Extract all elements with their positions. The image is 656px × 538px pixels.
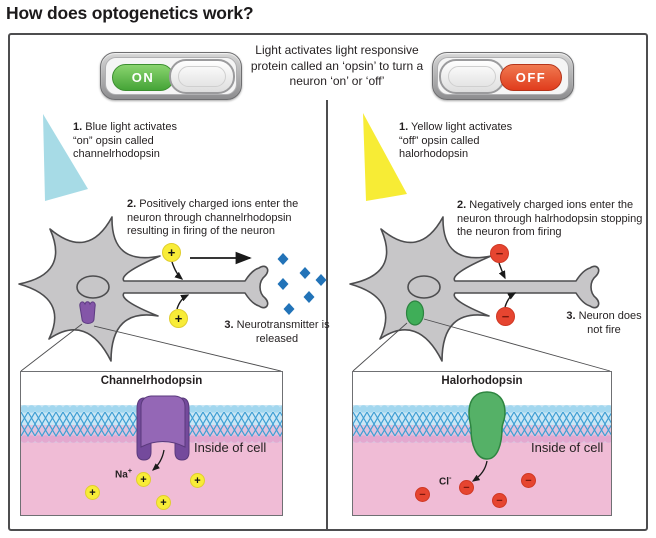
on-toggle-track: ON <box>105 57 237 95</box>
chloride-ion-label: Cl- <box>439 473 452 488</box>
left-step2: 2. Positively charged ions enter the neu… <box>127 198 313 239</box>
inside-of-cell-label: Inside of cell <box>531 440 604 455</box>
right-step1-text: Yellow light activates “off” opsin calle… <box>399 121 513 160</box>
sodium-ion-label: Na+ <box>115 466 133 481</box>
on-label: ON <box>131 70 155 85</box>
on-toggle-thumb <box>169 59 235 94</box>
ion-flow-arrow <box>152 449 165 471</box>
panel-divider <box>326 100 328 529</box>
left-step2-number: 2. <box>127 198 137 210</box>
channelrhodopsin-on-neuron <box>79 301 96 324</box>
halorhodopsin-protein-art <box>468 391 506 482</box>
right-step2-text: Negatively charged ions enter the neuron… <box>457 199 643 238</box>
positive-ion: + <box>190 473 205 488</box>
left-ion-entry-arrow-bottom <box>176 294 190 310</box>
negative-ion: − <box>521 473 536 488</box>
channelrhodopsin-inset: Channelrhodopsin <box>20 371 283 516</box>
left-inset-title: Channelrhodopsin <box>100 375 203 387</box>
pump-body <box>468 391 506 460</box>
figure-title: How does optogenetics work? <box>6 3 254 23</box>
negative-ion: − <box>459 480 474 495</box>
right-step3-text: Neuron does not fire <box>575 310 642 336</box>
left-step1: 1. Blue light activates “on” opsin calle… <box>73 121 193 162</box>
right-step3-number: 3. <box>566 310 576 322</box>
right-step2-number: 2. <box>457 199 467 211</box>
right-step1-number: 1. <box>399 121 409 133</box>
left-step3-text: Neurotransmitter is released <box>233 319 330 345</box>
inside-of-cell-area <box>21 443 282 515</box>
positive-ion: + <box>156 495 171 510</box>
halorhodopsin-inset: Halorhodopsin Inside <box>352 371 612 516</box>
inside-of-cell-label: Inside of cell <box>194 440 267 455</box>
left-step1-text: Blue light activates “on” opsin called c… <box>73 121 177 160</box>
blue-light-beam <box>43 114 88 201</box>
channelrhodopsin-protein-art <box>136 395 190 471</box>
right-ion-entry-arrow-top <box>498 262 506 280</box>
right-step2: 2. Negatively charged ions enter the neu… <box>457 199 647 240</box>
on-label-pill: ON <box>112 64 174 91</box>
left-step3: 3. Neurotransmitter is released <box>222 319 332 346</box>
negative-ion: − <box>490 244 509 263</box>
negative-ion: − <box>496 307 515 326</box>
left-step3-number: 3. <box>224 319 234 331</box>
right-step1: 1. Yellow light activates “off” opsin ca… <box>399 121 524 162</box>
channel-body <box>140 395 186 448</box>
positive-ion: + <box>162 243 181 262</box>
positive-ion: + <box>85 485 100 500</box>
left-step1-number: 1. <box>73 121 83 133</box>
negative-ion: − <box>492 493 507 508</box>
right-step3: 3. Neuron does not fire <box>560 310 648 337</box>
left-inset-funnel-lines <box>20 323 282 372</box>
off-label-pill: OFF <box>500 64 562 91</box>
off-toggle-track: OFF <box>437 57 569 95</box>
intro-text: Light activates light responsive protein… <box>250 43 424 88</box>
positive-ion: + <box>136 472 151 487</box>
neurotransmitter-diamonds <box>277 253 327 315</box>
yellow-light-beam <box>363 113 407 201</box>
on-toggle-illustration: ON <box>100 52 242 100</box>
left-step2-text: Positively charged ions enter the neuron… <box>127 198 299 237</box>
left-ion-entry-arrow-top <box>171 261 184 280</box>
right-inset-funnel-lines <box>352 318 611 372</box>
positive-ion: + <box>169 309 188 328</box>
ion-flow-arrow <box>471 460 488 482</box>
right-inset-title: Halorhodopsin <box>441 375 523 387</box>
right-ion-entry-arrow-bottom <box>504 292 517 308</box>
halorhodopsin-on-neuron <box>405 300 425 326</box>
off-toggle-illustration: OFF <box>432 52 574 100</box>
negative-ion: − <box>415 487 430 502</box>
off-label: OFF <box>515 70 547 85</box>
